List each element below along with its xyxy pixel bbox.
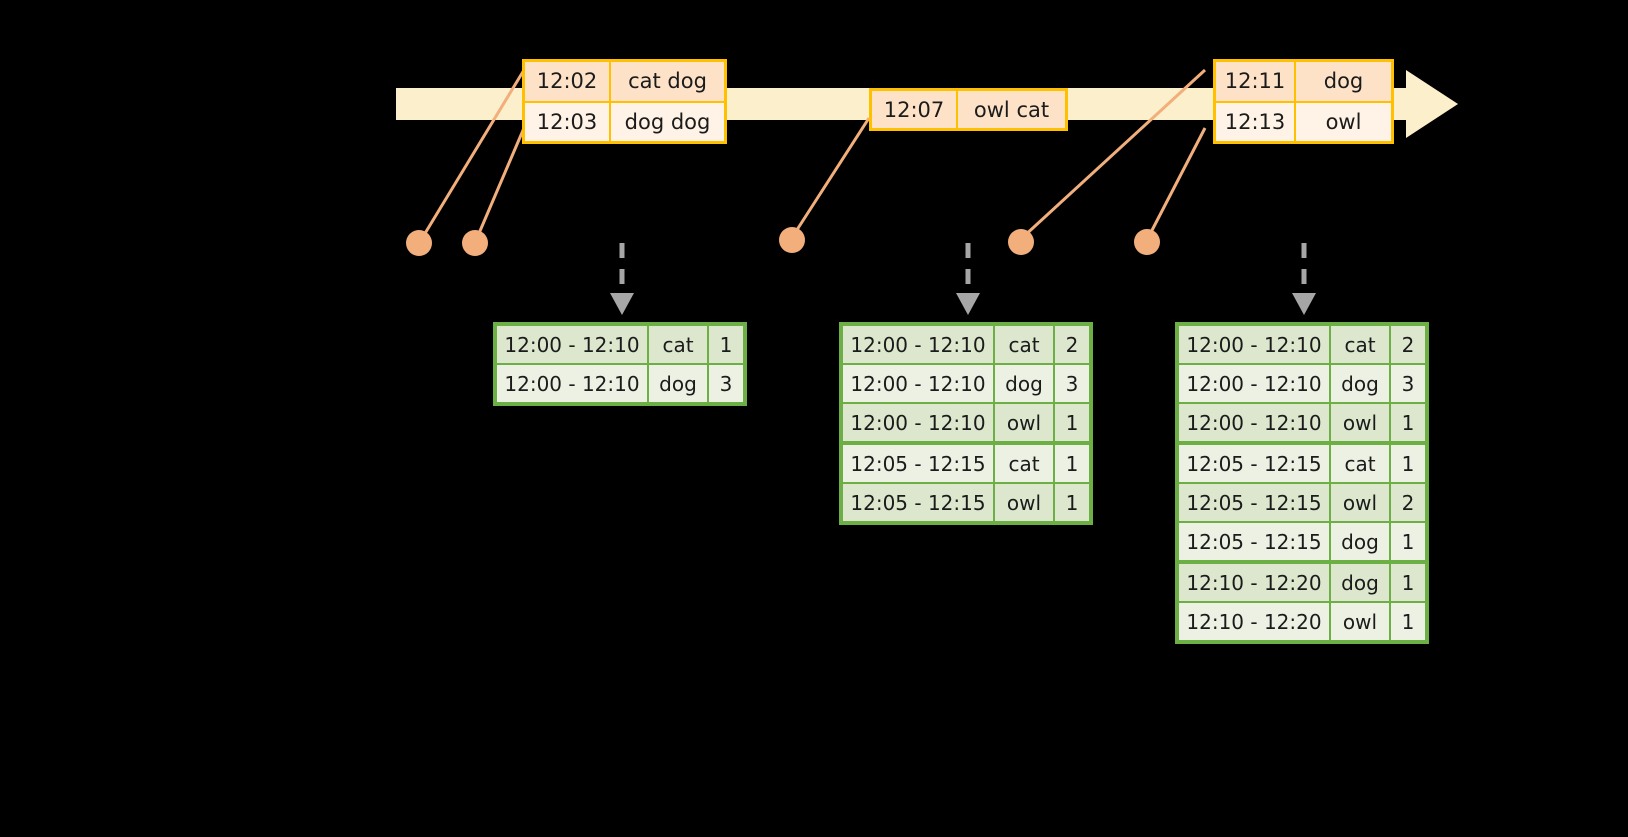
cell-word: cat bbox=[1331, 445, 1389, 482]
event-words: owl cat bbox=[973, 97, 1050, 122]
cell-count: 1 bbox=[1391, 445, 1425, 482]
event-dot bbox=[406, 230, 432, 256]
event-dot bbox=[462, 230, 488, 256]
cell-count: 2 bbox=[1391, 326, 1425, 363]
cell-count: 1 bbox=[1055, 445, 1089, 482]
event-row[interactable]: 12:13 owl bbox=[1216, 100, 1391, 141]
event-time: 12:07 bbox=[872, 91, 958, 128]
cell-word: owl bbox=[1331, 484, 1389, 521]
cell-count: 1 bbox=[1391, 523, 1425, 560]
event-words: dog dog bbox=[624, 109, 711, 134]
event-row[interactable]: 12:07 owl cat bbox=[872, 91, 1065, 128]
cell-count: 3 bbox=[709, 365, 743, 402]
cell-word: dog bbox=[649, 365, 707, 402]
table-arrows bbox=[619, 243, 1307, 295]
cell-count: 1 bbox=[1391, 404, 1425, 441]
event-row[interactable]: 12:03 dog dog bbox=[525, 100, 724, 141]
cell-window: 12:05 - 12:15 bbox=[1179, 445, 1329, 482]
event-dots bbox=[406, 227, 1160, 256]
event-words: dog bbox=[1323, 69, 1364, 94]
cell-window: 12:05 - 12:15 bbox=[1179, 484, 1329, 521]
cell-word: owl bbox=[1331, 404, 1389, 441]
event-time: 12:03 bbox=[525, 102, 611, 141]
cell-count: 1 bbox=[709, 326, 743, 363]
cell-count: 2 bbox=[1055, 326, 1089, 363]
cell-word: dog bbox=[1331, 564, 1389, 601]
cell-window: 12:00 - 12:10 bbox=[1179, 365, 1329, 402]
cell-count: 1 bbox=[1391, 564, 1425, 601]
event-group-1[interactable]: 12:02 cat dog 12:03 dog dog bbox=[522, 59, 727, 144]
event-words: owl bbox=[1325, 109, 1362, 134]
table-arrow-heads bbox=[610, 293, 1316, 315]
cell-word: owl bbox=[995, 484, 1053, 521]
cell-word: owl bbox=[1331, 603, 1389, 640]
cell-count: 1 bbox=[1055, 404, 1089, 441]
event-group-3[interactable]: 12:11 dog 12:13 owl bbox=[1213, 59, 1394, 144]
event-group-2[interactable]: 12:07 owl cat bbox=[869, 88, 1068, 131]
cell-count: 2 bbox=[1391, 484, 1425, 521]
cell-window: 12:10 - 12:20 bbox=[1179, 564, 1329, 601]
cell-window: 12:00 - 12:10 bbox=[1179, 404, 1329, 441]
cell-word: cat bbox=[995, 445, 1053, 482]
cell-window: 12:05 - 12:15 bbox=[1179, 523, 1329, 560]
cell-word: cat bbox=[995, 326, 1053, 363]
cell-count: 3 bbox=[1055, 365, 1089, 402]
cell-window: 12:00 - 12:10 bbox=[497, 326, 647, 363]
cell-word: dog bbox=[995, 365, 1053, 402]
cell-count: 1 bbox=[1391, 603, 1425, 640]
event-words: cat dog bbox=[628, 69, 707, 94]
event-time: 12:02 bbox=[525, 62, 611, 101]
cell-window: 12:00 - 12:10 bbox=[843, 326, 993, 363]
cell-window: 12:00 - 12:10 bbox=[843, 404, 993, 441]
cell-window: 12:10 - 12:20 bbox=[1179, 603, 1329, 640]
cell-word: dog bbox=[1331, 365, 1389, 402]
event-dot bbox=[1134, 229, 1160, 255]
event-row[interactable]: 12:11 dog bbox=[1216, 62, 1391, 101]
cell-window: 12:00 - 12:10 bbox=[1179, 326, 1329, 363]
event-time: 12:11 bbox=[1216, 62, 1296, 101]
event-dot bbox=[1008, 229, 1034, 255]
cell-count: 1 bbox=[1055, 484, 1089, 521]
event-time: 12:13 bbox=[1216, 102, 1296, 141]
event-dot bbox=[779, 227, 805, 253]
cell-word: cat bbox=[1331, 326, 1389, 363]
cell-window: 12:05 - 12:15 bbox=[843, 445, 993, 482]
cell-word: dog bbox=[1331, 523, 1389, 560]
cell-window: 12:00 - 12:10 bbox=[497, 365, 647, 402]
event-row[interactable]: 12:02 cat dog bbox=[525, 62, 724, 101]
cell-window: 12:05 - 12:15 bbox=[843, 484, 993, 521]
cell-window: 12:00 - 12:10 bbox=[843, 365, 993, 402]
cell-word: owl bbox=[995, 404, 1053, 441]
cell-count: 3 bbox=[1391, 365, 1425, 402]
cell-word: cat bbox=[649, 326, 707, 363]
